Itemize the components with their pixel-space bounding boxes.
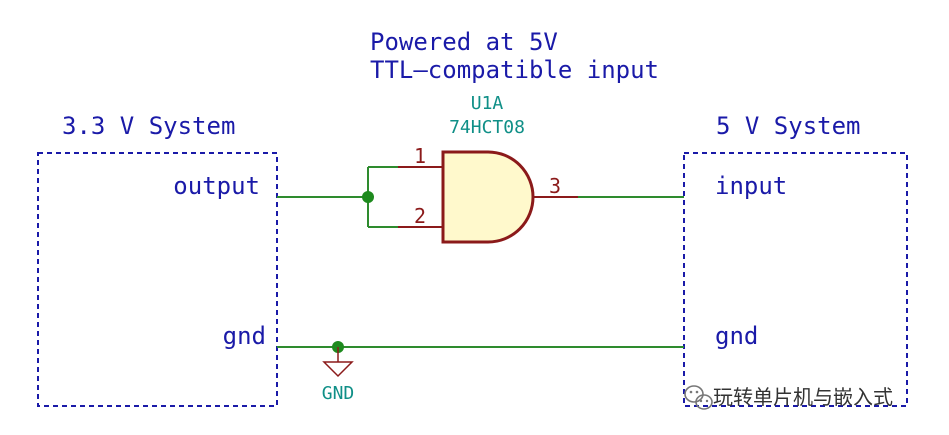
pin-1-number: 1 — [414, 144, 426, 168]
left-output-label: output — [173, 172, 260, 200]
watermark-text: 玩转单片机与嵌入式 — [713, 385, 893, 409]
ground-symbol-icon — [322, 361, 354, 378]
right-system-title: 5 V System — [716, 112, 861, 140]
pin-2-number: 2 — [414, 204, 426, 228]
left-system-title: 3.3 V System — [62, 112, 235, 140]
input-junction-dot — [362, 191, 374, 203]
right-system-box — [683, 152, 908, 407]
ttl-note: TTL—compatible input — [370, 56, 659, 84]
left-gnd-label: gnd — [223, 322, 266, 350]
wechat-icon — [684, 385, 713, 410]
power-note: Powered at 5V — [370, 28, 558, 56]
right-gnd-label: gnd — [715, 322, 758, 350]
gate-reference: U1A — [471, 93, 504, 114]
ground-label: GND — [322, 383, 355, 404]
gate-value: 74HCT08 — [449, 117, 525, 138]
and-gate-symbol — [441, 150, 535, 244]
left-system-box — [37, 152, 278, 407]
right-input-label: input — [715, 172, 787, 200]
pin-3-number: 3 — [549, 174, 561, 198]
